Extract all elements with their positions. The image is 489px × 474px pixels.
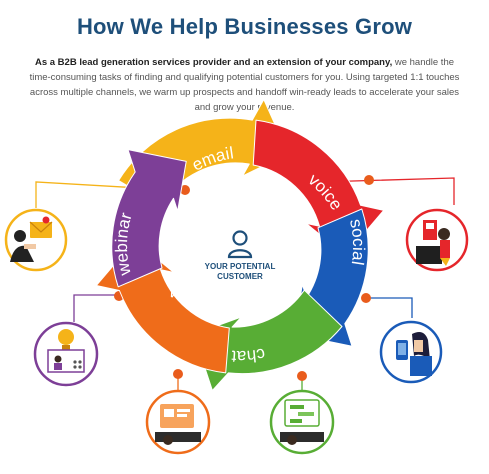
cycle-segments bbox=[95, 99, 385, 391]
social-media-illustration bbox=[379, 320, 443, 384]
connector-webinar bbox=[73, 294, 122, 322]
webinar-illustration bbox=[33, 321, 99, 387]
connector-dots bbox=[114, 175, 374, 381]
intro-bold: As a B2B lead generation services provid… bbox=[34, 57, 393, 68]
chat-illustration bbox=[269, 389, 335, 455]
page-title: How We Help Businesses Grow bbox=[76, 14, 413, 39]
intro-paragraph: As a B2B lead generation services provid… bbox=[24, 55, 465, 115]
email-illustration bbox=[4, 208, 68, 272]
segment-label-webinar: webinar bbox=[112, 210, 136, 278]
segment-label-social: social bbox=[346, 217, 368, 267]
connector-dot bbox=[361, 293, 371, 303]
segment-label-chat: chat bbox=[231, 344, 267, 366]
segment-chat bbox=[193, 289, 343, 391]
intro-text: we handle the time-consuming tasks of fi… bbox=[29, 57, 460, 113]
connector-dot bbox=[364, 175, 374, 185]
user-icon bbox=[227, 230, 253, 259]
center-label-line1: YOUR POTENTIAL bbox=[205, 262, 276, 271]
segment-webinar bbox=[111, 149, 187, 288]
connector-social bbox=[365, 297, 413, 318]
connector-dot bbox=[173, 369, 183, 379]
website-illustration bbox=[145, 389, 211, 455]
center-label-line2: CUSTOMER bbox=[217, 272, 263, 281]
connector-dot bbox=[297, 371, 307, 381]
phone-call-illustration bbox=[405, 208, 469, 272]
connector-dot bbox=[180, 185, 190, 195]
